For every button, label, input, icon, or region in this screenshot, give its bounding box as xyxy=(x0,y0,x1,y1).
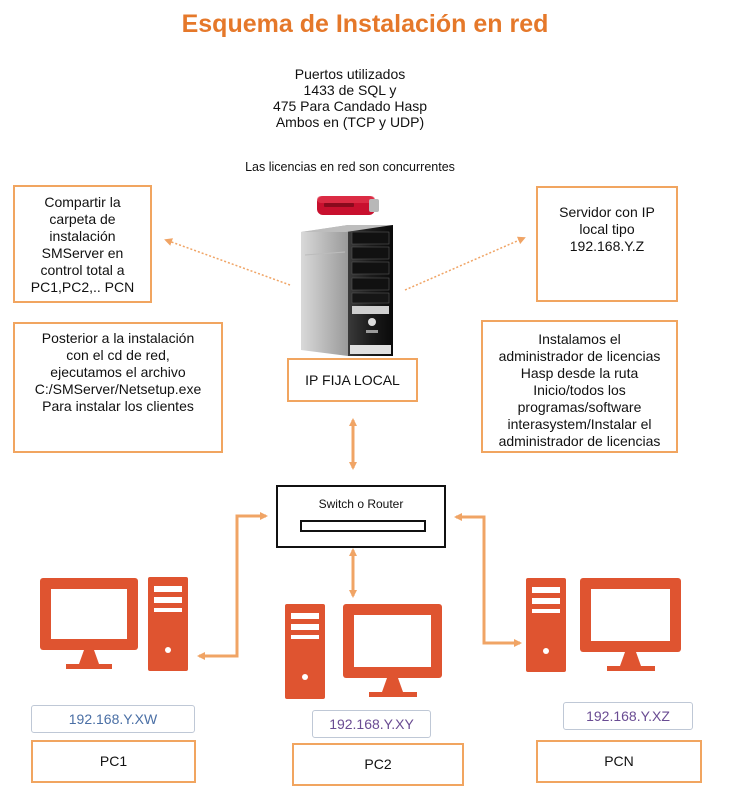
note-line: PC1,PC2,.. PCN xyxy=(30,279,135,295)
usb-dongle-icon xyxy=(317,196,379,215)
ip-pill-pcn: 192.168.Y.XZ xyxy=(563,702,693,730)
note-line: Posterior a la instalación xyxy=(41,330,195,346)
arrow-to-server-ip-note xyxy=(404,236,526,291)
pc-name: PCN xyxy=(604,753,634,769)
note-line: administrador de licencias xyxy=(498,433,661,449)
desktop-computer-icon xyxy=(40,577,188,671)
note-line: Servidor con IP xyxy=(559,204,655,220)
diagram-title: Esquema de Instalación en red xyxy=(181,10,549,38)
note-line: Inicio/todos los xyxy=(533,382,626,398)
note-line: Instalamos el xyxy=(538,331,621,347)
switch-port-slot xyxy=(300,520,426,532)
note-line: local tipo xyxy=(579,221,635,237)
note-line: C:/SMServer/Netsetup.exe xyxy=(34,381,202,397)
ports-line: 475 Para Candado Hasp xyxy=(272,98,428,114)
ip-pill-pc2: 192.168.Y.XY xyxy=(312,710,431,738)
ip-address: 192.168.Y.XZ xyxy=(586,708,670,724)
pc-name-box-pc2: PC2 xyxy=(292,743,464,786)
note-line: programas/software xyxy=(517,399,642,415)
note-line: control total a xyxy=(40,262,125,278)
ip-address: 192.168.Y.XW xyxy=(68,711,158,727)
ports-line: Puertos utilizados xyxy=(294,66,406,82)
note-line: Para instalar los clientes xyxy=(42,398,194,414)
license-manager-note: Instalamos el administrador de licencias… xyxy=(481,320,678,453)
note-line: administrador de licencias xyxy=(498,348,661,364)
ip-pill-pc1: 192.168.Y.XW xyxy=(31,705,195,733)
server-label: IP FIJA LOCAL xyxy=(287,358,418,402)
server-tower-icon xyxy=(301,225,393,356)
pc-name: PC1 xyxy=(99,753,128,769)
license-note: Las licencias en red son concurrentes xyxy=(245,160,455,174)
note-line: con el cd de red, xyxy=(66,347,170,363)
arrow-switch-pcn xyxy=(454,513,522,647)
ip-address: 192.168.Y.XY xyxy=(329,716,414,732)
arrow-switch-pc1 xyxy=(197,512,268,660)
ports-line: 1433 de SQL y xyxy=(303,82,397,98)
note-line: SMServer en xyxy=(41,245,124,261)
note-line: Hasp desde la ruta xyxy=(520,365,639,381)
switch-router: Switch o Router xyxy=(276,485,446,548)
pc-name-box-pc1: PC1 xyxy=(31,740,196,783)
ports-info: Puertos utilizados 1433 de SQL y 475 Par… xyxy=(215,66,485,130)
client-install-note: Posterior a la instalación con el cd de … xyxy=(13,322,223,453)
note-line: Compartir la xyxy=(44,194,121,210)
note-line: carpeta de xyxy=(49,211,116,227)
arrow-to-share-note xyxy=(164,238,291,286)
ports-line: Ambos en (TCP y UDP) xyxy=(275,114,425,130)
switch-label: Switch o Router xyxy=(318,497,404,511)
pc-name: PC2 xyxy=(364,756,392,772)
note-line: instalación xyxy=(49,228,116,244)
desktop-computer-icon xyxy=(285,604,442,699)
server-ip-note: Servidor con IP local tipo 192.168.Y.Z xyxy=(536,186,678,302)
note-line: ejecutamos el archivo xyxy=(50,364,186,380)
pc-name-box-pcn: PCN xyxy=(536,740,702,783)
share-folder-note: Compartir la carpeta de instalación SMSe… xyxy=(13,185,152,303)
note-line: interasystem/Instalar el xyxy=(507,416,652,432)
desktop-computer-icon xyxy=(526,578,681,672)
note-line: 192.168.Y.Z xyxy=(569,238,645,254)
